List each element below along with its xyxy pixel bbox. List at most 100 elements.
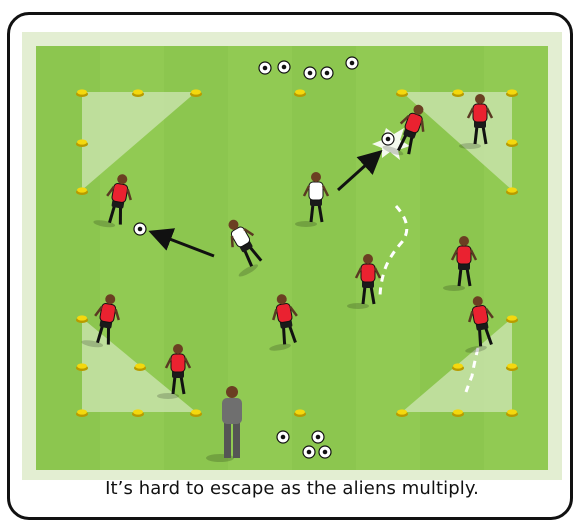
player-shorts	[239, 240, 253, 253]
cone	[396, 89, 408, 97]
cone-top	[133, 409, 143, 415]
cone-top	[397, 409, 407, 415]
player	[459, 94, 494, 149]
player-jersey	[404, 112, 423, 134]
soccer-ball	[345, 56, 359, 70]
player-head	[173, 344, 183, 354]
cone	[190, 89, 202, 97]
player	[465, 296, 494, 353]
ball-patch	[349, 60, 355, 66]
player-leg	[171, 375, 177, 395]
player	[295, 172, 330, 227]
player-head	[105, 294, 116, 305]
players	[81, 94, 494, 399]
player-jersey	[111, 183, 129, 203]
coach-head	[226, 386, 238, 398]
player-leg	[361, 285, 367, 305]
cone	[506, 139, 518, 147]
pass-arrows	[148, 149, 383, 258]
player	[228, 219, 263, 277]
player-head	[459, 236, 469, 246]
soccer-ball	[381, 132, 395, 146]
player-leg	[118, 206, 123, 225]
dashed-run-lines	[378, 204, 480, 393]
player-leg	[287, 324, 297, 343]
player-jersey	[472, 103, 488, 123]
diagram-caption: It’s hard to escape as the aliens multip…	[105, 478, 479, 499]
ball-patch	[307, 70, 313, 76]
player-head	[472, 296, 483, 307]
player-arm	[450, 249, 459, 261]
player-jersey	[230, 226, 251, 248]
player-leg	[309, 203, 315, 223]
player-arm	[321, 185, 330, 197]
player-leg	[281, 326, 287, 345]
cone-top	[295, 89, 305, 95]
player-shadow	[81, 340, 104, 348]
player-leg	[106, 326, 111, 345]
player-head	[475, 94, 485, 104]
player-arm	[485, 308, 494, 319]
player-shadow	[269, 343, 291, 351]
cone	[452, 363, 464, 371]
player-leg	[477, 328, 483, 347]
player-shadow	[382, 145, 404, 156]
pass-arrow	[336, 149, 383, 192]
player-shadow	[443, 285, 465, 291]
player-leg	[481, 125, 488, 145]
player-arm	[94, 306, 103, 317]
player-jersey	[275, 303, 293, 323]
player-head	[228, 219, 239, 230]
player-shadow	[157, 393, 179, 399]
ball-patch	[281, 64, 287, 70]
pass-arrow	[148, 228, 215, 258]
cone-top	[453, 363, 463, 369]
soccer-balls	[133, 56, 410, 459]
cone-top	[295, 409, 305, 415]
cone	[132, 409, 144, 417]
player-jersey	[308, 181, 324, 201]
soccer-ball	[303, 66, 317, 80]
player-arm	[302, 185, 311, 197]
run-line	[464, 347, 480, 393]
cone-top	[191, 409, 201, 415]
cone-top	[453, 89, 463, 95]
cone	[190, 409, 202, 417]
player-arm	[114, 308, 120, 321]
player-shadow	[465, 345, 487, 353]
player	[93, 174, 132, 228]
player-head	[363, 254, 373, 264]
cone-top	[77, 363, 87, 369]
cone-top	[507, 409, 517, 415]
cone	[76, 139, 88, 147]
cone-top	[77, 187, 87, 193]
cone	[506, 187, 518, 195]
player-leg	[457, 267, 463, 287]
cone-top	[507, 187, 517, 193]
player-arm	[485, 107, 494, 119]
player-leg	[397, 133, 408, 152]
ball-patch	[385, 136, 391, 142]
cone	[294, 409, 306, 417]
player-leg	[369, 285, 376, 305]
cone	[452, 89, 464, 97]
player-arm	[183, 357, 192, 369]
cone-top	[507, 315, 517, 321]
coach-figure	[206, 386, 242, 462]
soccer-ball	[320, 66, 334, 80]
player-arm	[106, 186, 115, 197]
player-shadow	[93, 220, 116, 228]
cone	[506, 89, 518, 97]
corner-zone	[82, 92, 196, 190]
cone-markers	[76, 89, 518, 417]
cone-top	[507, 89, 517, 95]
cone	[76, 89, 88, 97]
cone	[396, 409, 408, 417]
ball-patch	[262, 65, 268, 71]
player-leg	[96, 324, 105, 344]
player-leg	[317, 203, 324, 223]
player-arm	[243, 227, 255, 237]
cone-top	[77, 89, 87, 95]
ball-patch	[324, 70, 330, 76]
